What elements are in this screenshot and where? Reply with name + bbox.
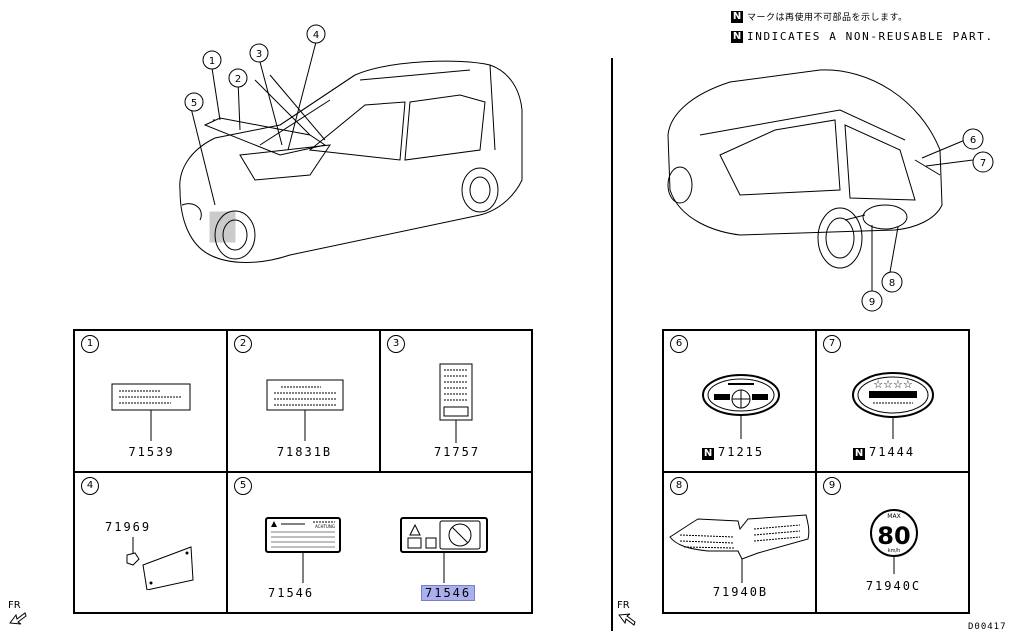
cell-3: 3 71757 <box>380 330 532 472</box>
rear-car-illustration: 6 7 8 9 <box>667 69 994 312</box>
fr-indicator-right: FR <box>617 600 637 630</box>
part-number-71546-b-highlight[interactable]: 71546 <box>421 585 476 601</box>
callout-1: 1 <box>209 56 215 67</box>
label-71444-emblem-icon: ☆☆☆☆ <box>852 372 934 439</box>
part-number-71444-text[interactable]: 71444 <box>869 445 916 459</box>
fr-label-left: FR <box>8 600 21 611</box>
speed-max-text: MAX <box>887 513 900 520</box>
cell-number-6: 6 <box>670 335 688 353</box>
speed-unit-text: km/h <box>888 548 901 554</box>
achtung-text: ACHTUNG <box>315 524 335 529</box>
legend-japanese: N マークは再使用不可部品を示します。 <box>731 10 908 23</box>
part-number-71757[interactable]: 71757 <box>433 445 481 459</box>
callout-2: 2 <box>235 74 241 85</box>
legend-japanese-text: マークは再使用不可部品を示します。 <box>747 13 908 23</box>
fr-label-right: FR <box>617 600 630 611</box>
part-number-71831b[interactable]: 71831B <box>276 445 333 459</box>
svg-text:☆☆☆☆: ☆☆☆☆ <box>873 378 913 391</box>
non-reusable-mark-icon: N <box>853 448 865 460</box>
label-71969-icon <box>126 537 194 590</box>
label-71539-icon <box>111 383 191 441</box>
cell-number-7: 7 <box>823 335 841 353</box>
part-number-71215[interactable]: N 71215 <box>702 445 764 460</box>
front-car-illustration: 1 2 3 4 5 <box>179 24 523 263</box>
front-arrow-icon <box>9 612 27 625</box>
callout-5: 5 <box>191 98 197 109</box>
cell-number-8: 8 <box>670 477 688 495</box>
cell-8: 8 71940B <box>663 472 816 613</box>
cell-6: 6 N 71215 <box>663 330 816 472</box>
speed-value-text: 80 <box>877 522 910 550</box>
part-number-71969[interactable]: 71969 <box>105 520 152 534</box>
cell-number-3: 3 <box>387 335 405 353</box>
part-number-71940c[interactable]: 71940C <box>865 579 922 593</box>
cell-number-9: 9 <box>823 477 841 495</box>
label-71831b-icon <box>266 379 344 441</box>
label-71546-warning-icon: ACHTUNG <box>265 517 341 583</box>
cell-number-2: 2 <box>234 335 252 353</box>
cell-5: 5 ACHTUNG 71546 71546 <box>227 472 532 613</box>
left-parts-grid: 1 71539 2 71831B 3 <box>73 329 533 614</box>
part-number-71546-b[interactable]: 71546 <box>421 585 476 601</box>
callout-9: 9 <box>869 297 875 308</box>
callout-7: 7 <box>980 158 986 169</box>
cell-9: 9 MAX 80 km/h 71940C <box>816 472 969 613</box>
label-71546-pictogram-icon <box>400 517 488 583</box>
non-reusable-mark-icon: N <box>731 10 743 23</box>
front-callouts: 1 2 3 4 5 <box>184 24 326 112</box>
non-reusable-mark-icon: N <box>702 448 714 460</box>
front-arrow-icon <box>618 613 636 626</box>
cell-number-4: 4 <box>81 477 99 495</box>
part-number-71539[interactable]: 71539 <box>128 445 175 459</box>
cell-1: 1 71539 <box>74 330 227 472</box>
callout-3: 3 <box>256 49 262 60</box>
speed-limit-sticker-icon: MAX 80 km/h <box>870 509 918 574</box>
cell-4: 4 71969 <box>74 472 227 613</box>
callout-8: 8 <box>889 278 895 289</box>
cell-number-5: 5 <box>234 477 252 495</box>
right-parts-grid: 6 N 71215 7 ☆☆☆☆ N 71444 <box>662 329 970 614</box>
legend-english-text: INDICATES A NON-REUSABLE PART. <box>747 30 994 43</box>
part-number-71444[interactable]: N 71444 <box>853 445 915 460</box>
non-reusable-mark-icon: N <box>731 30 743 43</box>
rear-callouts: 6 7 8 9 <box>861 128 994 312</box>
legend-english: N INDICATES A NON-REUSABLE PART. <box>731 30 994 43</box>
label-71757-icon <box>439 363 473 443</box>
callout-4: 4 <box>313 30 319 41</box>
part-number-71546-a[interactable]: 71546 <box>268 586 315 600</box>
diagram-code: D00417 <box>968 622 1007 632</box>
fr-indicator-left: FR <box>8 600 28 630</box>
cell-7: 7 ☆☆☆☆ N 71444 <box>816 330 969 472</box>
cell-2: 2 71831B <box>227 330 380 472</box>
label-71940b-icon <box>669 514 810 583</box>
cell-number-1: 1 <box>81 335 99 353</box>
part-number-71940b[interactable]: 71940B <box>712 585 769 599</box>
part-number-71215-text[interactable]: 71215 <box>718 445 765 459</box>
center-divider <box>611 58 613 631</box>
label-71215-emblem-icon <box>702 374 780 439</box>
callout-6: 6 <box>970 135 976 146</box>
